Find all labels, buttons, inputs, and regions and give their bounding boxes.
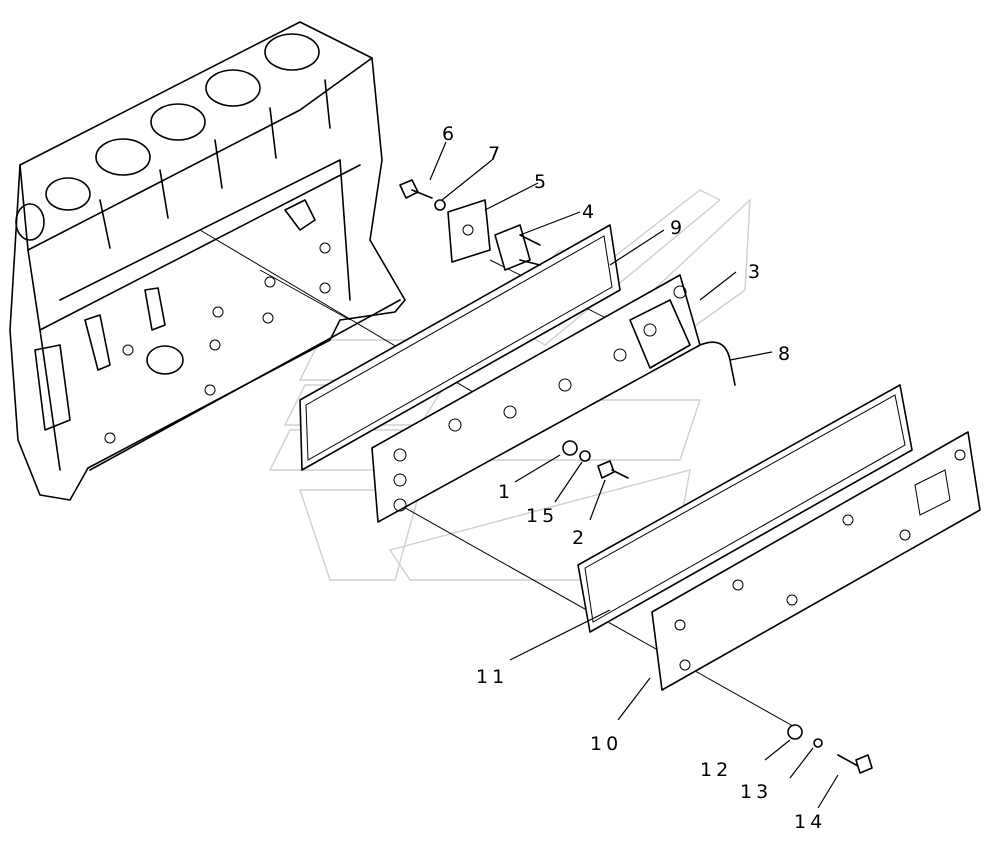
callout-4: 4 xyxy=(582,201,598,223)
callout-3: 3 xyxy=(748,261,764,283)
fitting-part-4 xyxy=(494,224,541,271)
callout-7: 7 xyxy=(488,143,504,165)
washer-part-15 xyxy=(579,450,591,462)
callout-14: 14 xyxy=(794,811,826,833)
leader-lines xyxy=(429,141,839,809)
callout-8: 8 xyxy=(778,343,794,365)
cover-plate-part-3 xyxy=(371,274,701,523)
bolt-part-6 xyxy=(399,179,433,199)
callout-6: 6 xyxy=(442,123,458,145)
callout-9: 9 xyxy=(670,217,686,239)
callout-13: 13 xyxy=(740,781,772,803)
callout-1: 1 xyxy=(498,481,514,503)
gasket-part-9 xyxy=(299,224,621,471)
callouts: 6 7 5 4 9 3 8 1 15 2 11 10 12 13 14 xyxy=(442,123,826,833)
washer-part-7 xyxy=(434,199,446,211)
nut-part-1 xyxy=(562,440,578,456)
callout-5: 5 xyxy=(534,171,550,193)
engine-block xyxy=(9,21,406,501)
callout-10: 10 xyxy=(590,733,622,755)
callout-11: 11 xyxy=(476,666,508,688)
seal-frame-part-11 xyxy=(577,384,913,633)
callout-2: 2 xyxy=(572,527,588,549)
nut-part-12 xyxy=(787,724,803,740)
outer-plate-part-10 xyxy=(651,431,981,691)
callout-12: 12 xyxy=(700,759,732,781)
small-plate-part-5 xyxy=(447,199,491,263)
callout-15: 15 xyxy=(526,505,558,527)
hose-part-8 xyxy=(699,341,736,386)
washer-part-13 xyxy=(813,738,823,748)
bolt-part-14 xyxy=(837,754,873,774)
bolt-part-2 xyxy=(597,460,629,479)
